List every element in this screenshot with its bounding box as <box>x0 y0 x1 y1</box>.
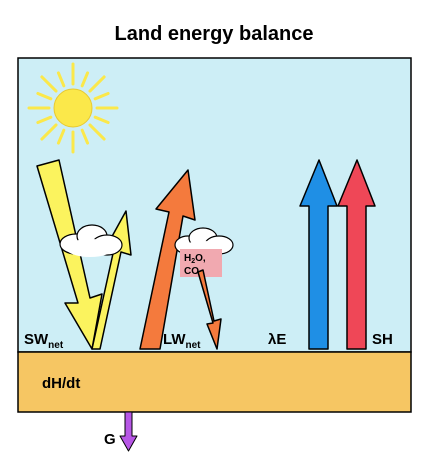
label-shortwave-net: SWnet <box>24 331 64 351</box>
label-ground-flux: G <box>104 431 116 448</box>
ground-layer <box>17 351 412 413</box>
diagram-title: Land energy balance <box>115 23 314 45</box>
sun-ray <box>88 123 106 141</box>
label-sensible-heat: SH <box>372 331 393 348</box>
sun-ray <box>80 128 90 145</box>
sun-ray <box>80 71 90 88</box>
downward-longwave-arrow <box>197 269 222 350</box>
sun-ray <box>88 75 106 93</box>
sun-ray <box>93 115 110 125</box>
incoming-shortwave-arrow <box>36 159 103 350</box>
sensible-heat-arrow <box>337 159 376 350</box>
ground-heat-flux-arrow <box>119 411 138 452</box>
gas-label-water-vapour: H2O, <box>184 253 206 265</box>
sun-ray <box>56 71 66 88</box>
sun-ray <box>93 91 110 101</box>
label-latent-heat: λE <box>268 331 286 348</box>
sun-ray <box>56 128 66 145</box>
sun-icon <box>27 62 119 154</box>
sun-ray <box>40 75 58 93</box>
sun-ray <box>36 115 53 125</box>
label-storage: dH/dt <box>42 375 80 392</box>
latent-heat-arrow <box>299 159 338 350</box>
sun-ray <box>36 91 53 101</box>
cloud-icon <box>59 224 123 257</box>
label-longwave-net: LWnet <box>163 331 201 351</box>
sun-ray <box>40 123 58 141</box>
emitted-longwave-arrow <box>139 169 196 350</box>
